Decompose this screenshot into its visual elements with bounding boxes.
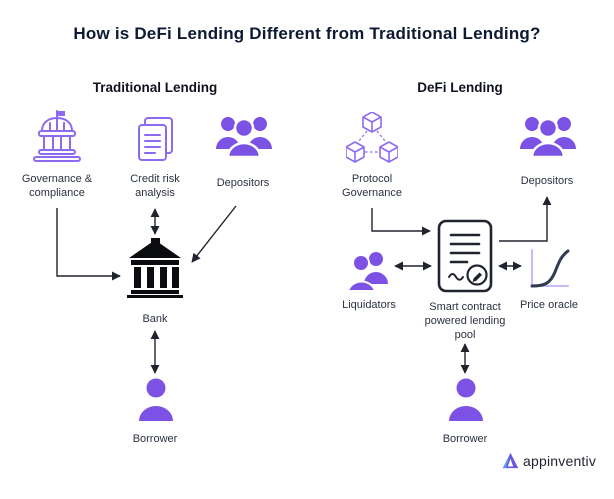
governance-building-icon (29, 110, 85, 164)
borrower-person-icon (448, 378, 484, 422)
borrower-right-label: Borrower (442, 433, 488, 445)
depositors-left-label: Depositors (216, 177, 270, 189)
price-oracle-icon (526, 246, 572, 292)
credit-risk-label: Credit risk analysis (130, 173, 180, 200)
page-title: How is DeFi Lending Different from Tradi… (73, 24, 541, 43)
documents-icon (136, 116, 176, 164)
governance-label: Governance & compliance (21, 173, 93, 200)
arrow-protocol-to-contract (371, 208, 431, 236)
liquidators-group-icon (346, 250, 391, 292)
arrow-governance-to-bank (56, 208, 121, 281)
arrow-contract-to-depositors (499, 196, 552, 242)
protocol-governance-label: Protocol Governance (342, 173, 402, 200)
depositors-group-icon (519, 112, 577, 159)
arrow-depositors-to-bank (191, 205, 237, 263)
appinventiv-logo: appinventiv (502, 452, 596, 469)
smart-contract-icon (436, 218, 494, 294)
bank-icon (127, 238, 183, 298)
depositors-group-icon (215, 112, 273, 159)
smart-contract-label: Smart contract powered lending pool (424, 301, 506, 342)
traditional-lending-heading: Traditional Lending (92, 80, 218, 95)
logo-text: appinventiv (523, 452, 597, 469)
appinventiv-logo-icon (502, 452, 519, 469)
liquidators-label: Liquidators (342, 299, 396, 311)
borrower-left-label: Borrower (132, 433, 178, 445)
borrower-person-icon (138, 378, 174, 422)
bank-label: Bank (142, 313, 168, 325)
defi-lending-heading: DeFi Lending (417, 80, 503, 95)
protocol-cubes-icon (345, 111, 399, 166)
depositors-right-label: Depositors (520, 175, 574, 187)
price-oracle-label: Price oracle (519, 299, 579, 311)
